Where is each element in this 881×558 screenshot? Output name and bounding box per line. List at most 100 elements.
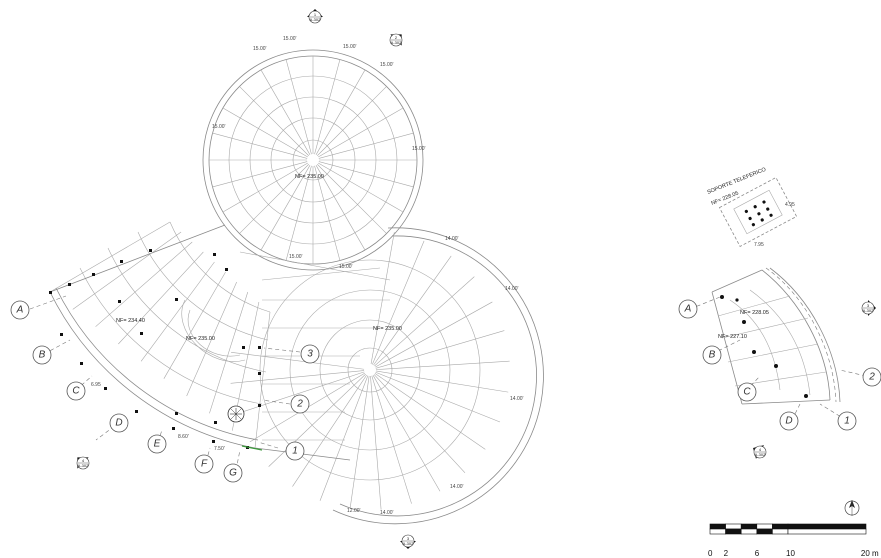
scale-tick-label: 0 [708, 549, 713, 558]
grid-bubble-3: 3 [300, 344, 320, 364]
radial-beam [318, 107, 404, 158]
svg-text:3: 3 [307, 349, 313, 360]
radial-beam [349, 375, 370, 509]
fan-beam [72, 231, 182, 310]
level-left-ring: NF= 234.40 [116, 318, 145, 324]
radial-beam [285, 59, 312, 155]
dim-right-arc-1: 14.00' [445, 236, 459, 242]
scale-segment [772, 528, 789, 535]
svg-text:A-302: A-302 [78, 463, 89, 468]
radial-beam [239, 86, 309, 156]
scale-segment [740, 528, 758, 535]
grid-bubble-D: D [109, 413, 129, 433]
svg-text:2: 2 [395, 35, 398, 40]
section-marker-right_plan_top: 3A-302 [861, 300, 876, 316]
dim-bottom-a: 12.00' [347, 508, 361, 514]
north-arrow-icon [844, 500, 860, 516]
fan-beam [140, 261, 215, 362]
svg-text:3: 3 [867, 303, 870, 308]
grid-bubble-G: G [223, 463, 243, 483]
scale-tick-label: 2 [724, 549, 729, 558]
radial-beam [319, 375, 369, 501]
svg-text:1: 1 [844, 416, 850, 427]
radial-beam [318, 161, 414, 188]
scale-segment [756, 523, 773, 530]
svg-text:A-302: A-302 [863, 308, 874, 313]
grid-bubble-2: 2 [290, 394, 310, 414]
radial-beam [318, 132, 414, 159]
sec-level-a: NF= 228.05 [740, 310, 769, 316]
radial-beam [285, 165, 312, 261]
radial-beam [372, 240, 425, 365]
radial-beam [315, 69, 366, 155]
section-marker-top_right: 2A-302 [389, 33, 403, 47]
svg-text:1: 1 [314, 12, 317, 17]
grid-bubble-F: F [194, 454, 214, 474]
radial-beam [375, 360, 510, 370]
radial-beam [374, 276, 475, 367]
dim-outer-arc-2: 15.00' [343, 44, 357, 50]
grid-bubble-A: A [10, 300, 30, 320]
grid-bubble-1: 1 [285, 441, 305, 461]
scale-segment [725, 523, 742, 530]
scale-tick-label: 20 m [861, 549, 879, 558]
radial-beam [260, 165, 311, 251]
svg-text:G: G [229, 468, 237, 479]
fan-beam [95, 241, 193, 327]
scale-segment [787, 523, 867, 530]
fan-beam [163, 271, 226, 379]
radial-beam [318, 162, 404, 213]
radial-beam [370, 232, 395, 365]
dim-outer-arc-3: 15.00' [253, 46, 267, 52]
dim-outer-arc-5: 15.00' [212, 124, 226, 130]
dim-left-arc-b: 8.60' [178, 434, 189, 440]
radial-beam [373, 374, 466, 474]
section-marker-bottom: 3A-302 [400, 534, 416, 549]
level-circle-top: NF= 235.00 [295, 174, 324, 180]
svg-text:C: C [743, 387, 751, 398]
radial-beam [375, 330, 505, 369]
svg-text:F: F [201, 459, 208, 470]
level-right-circle: NF= 235.00 [373, 326, 402, 332]
dim-bottom-b: 14.00' [380, 510, 394, 516]
svg-text:B: B [39, 350, 46, 361]
radial-beam [268, 373, 366, 467]
radial-beam [317, 164, 387, 234]
svg-text:A: A [16, 305, 24, 316]
svg-text:2: 2 [296, 399, 303, 410]
sec-grid-bubble-C: C [737, 382, 757, 402]
dim-outer-arc-6: 15.00' [412, 146, 426, 152]
fan-beam [49, 221, 171, 293]
dim-outer-arc-4: 15.00' [380, 62, 394, 68]
soporte-teleferico-plan: SOPORTE TELEFERICO NF= 228.05 7.95 4.95 … [689, 167, 867, 421]
fan-beam [209, 291, 249, 414]
svg-text:A-302: A-302 [755, 452, 766, 457]
sec-grid-bubble-B: B [702, 345, 722, 365]
scale-bar: 0 2 6 10 20 m [708, 523, 879, 558]
svg-text:C: C [72, 386, 80, 397]
scale-tick-label: 6 [755, 549, 760, 558]
svg-text:4: 4 [82, 458, 85, 463]
svg-text:A-302: A-302 [310, 17, 321, 22]
sec-level-b: NF= 227.10 [718, 334, 747, 340]
svg-text:A-302: A-302 [403, 541, 414, 546]
radial-beam [371, 375, 412, 504]
scale-tick-label: 10 [786, 549, 795, 558]
section-marker-left: 4A-302 [76, 456, 90, 470]
svg-text:E: E [154, 439, 161, 450]
radial-beam [260, 69, 311, 155]
scale-segment [709, 523, 726, 530]
svg-text:D: D [115, 418, 122, 429]
top-circular-structure [202, 49, 424, 271]
grid-bubble-B: B [32, 345, 52, 365]
dim-left-arc-c: 7.50' [214, 446, 225, 452]
radial-beam [375, 301, 493, 368]
radial-beam [212, 132, 308, 159]
radial-beam [375, 370, 509, 393]
grid-bubble-E: E [147, 434, 167, 454]
sec-grid-bubble-2: 2 [862, 367, 881, 387]
radial-beam [370, 375, 382, 510]
dim-outer-arc-1: 15.00' [283, 36, 297, 42]
radial-beam [372, 375, 441, 492]
radial-beam [314, 165, 341, 261]
